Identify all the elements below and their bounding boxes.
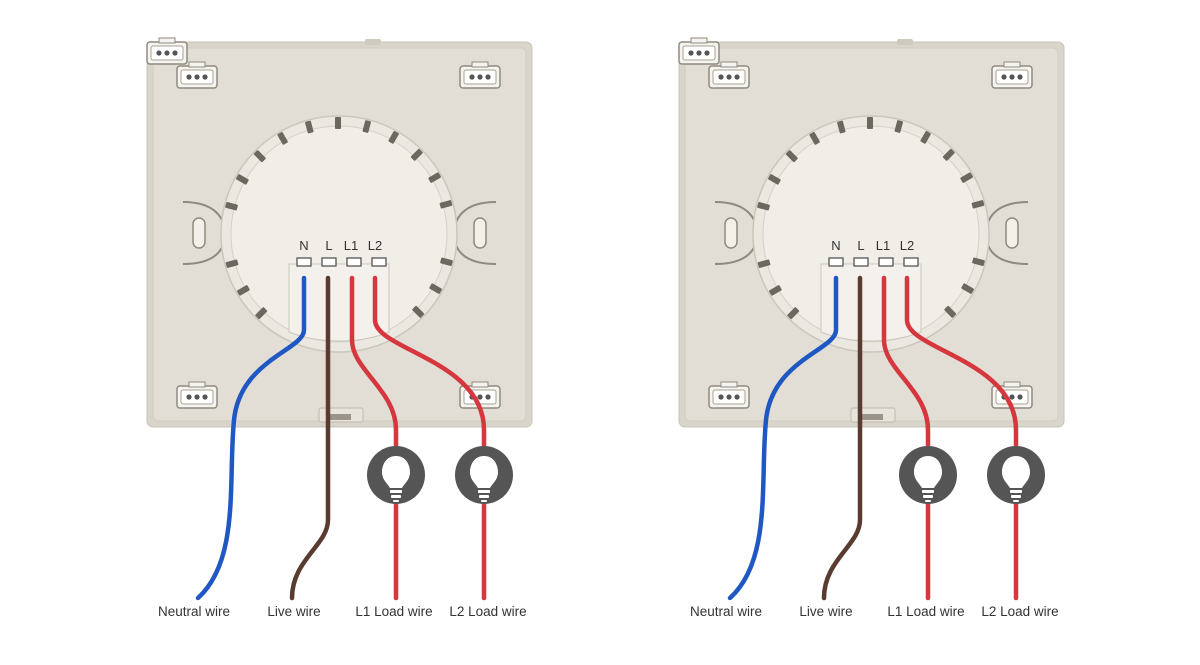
terminal-label-l1: L1 [876, 238, 890, 253]
terminal-label-l: L [857, 238, 864, 253]
terminal-label-l: L [325, 238, 332, 253]
live-wire [821, 275, 863, 601]
light-bulb-icon [987, 446, 1045, 504]
wire-label-4: L2 Load wire [981, 604, 1058, 619]
l2-load-wire [372, 275, 487, 448]
terminal-label-l1: L1 [344, 238, 358, 253]
l1-load-wire [881, 275, 931, 448]
wire-label-2: Live wire [799, 604, 852, 619]
wire-label-3: L1 Load wire [355, 604, 432, 619]
wire-label-2: Live wire [267, 604, 320, 619]
wire-label-1: Neutral wire [158, 604, 230, 619]
wire-label-4: L2 Load wire [449, 604, 526, 619]
neutral-wire [195, 275, 307, 601]
switch-back-plate [147, 38, 532, 427]
wire-label-1: Neutral wire [690, 604, 762, 619]
terminal-label-l2: L2 [900, 238, 914, 253]
terminal-label-n: N [831, 238, 840, 253]
light-bulb-icon [455, 446, 513, 504]
wire-label-3: L1 Load wire [887, 604, 964, 619]
neutral-wire [727, 275, 839, 601]
terminal-label-n: N [299, 238, 308, 253]
terminal-label-l2: L2 [368, 238, 382, 253]
light-bulb-icon [899, 446, 957, 504]
l1-load-wire [349, 275, 399, 448]
l2-load-wire [904, 275, 1019, 448]
live-wire [289, 275, 331, 601]
switch-back-plate [679, 38, 1064, 427]
light-bulb-icon [367, 446, 425, 504]
